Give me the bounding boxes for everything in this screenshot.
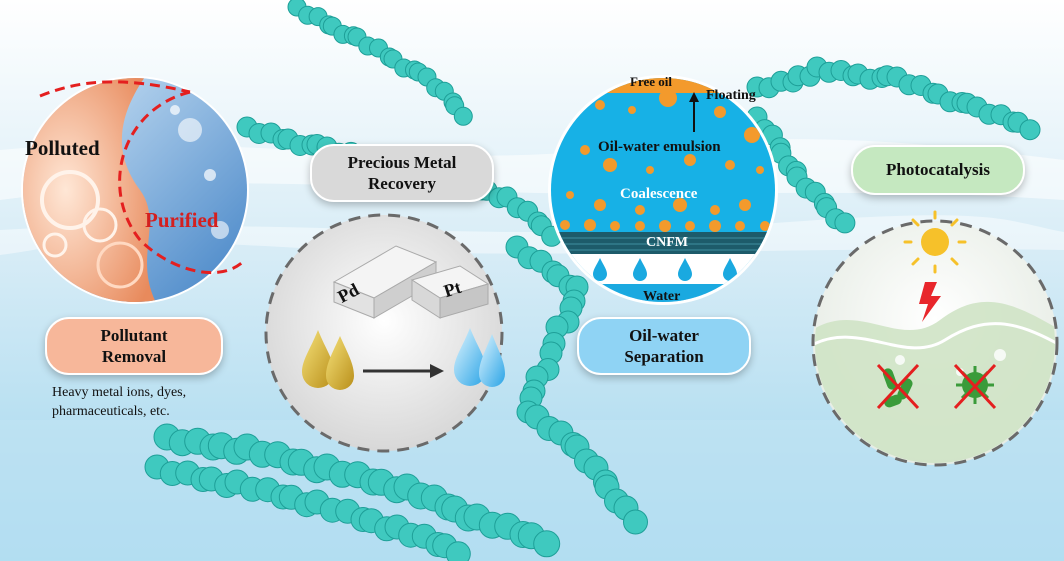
metal-recovery-pill: Precious Metal Recovery	[310, 144, 494, 202]
oil-droplet	[725, 160, 735, 170]
oil-droplet	[659, 89, 677, 107]
fiber-bead	[533, 530, 561, 558]
free-oil-label: Free oil	[630, 74, 672, 89]
oil-droplet	[635, 221, 645, 231]
metal-pill-line2: Recovery	[368, 174, 436, 193]
oil-droplet	[760, 221, 770, 231]
oil-droplet	[709, 220, 721, 232]
oil-droplet	[603, 158, 617, 172]
oil-droplet	[635, 205, 645, 215]
pollutant-note-line1: Heavy metal ions, dyes,	[52, 385, 187, 400]
oil-droplet	[714, 106, 726, 118]
oil-droplet	[628, 106, 636, 114]
emulsion-label: Oil-water emulsion	[598, 139, 721, 155]
water-droplet	[723, 258, 737, 281]
oil-droplet	[584, 219, 596, 231]
oil-droplet	[610, 221, 620, 231]
coalescence-label: Coalescence	[620, 186, 698, 202]
oil-droplet	[594, 199, 606, 211]
pt-bar	[410, 265, 490, 319]
fiber-bead	[453, 106, 473, 126]
oil-droplet	[685, 221, 695, 231]
photocatalysis-pill: Photocatalysis	[851, 145, 1025, 195]
metal-recovery-circle	[264, 213, 505, 453]
oil-droplet	[659, 220, 671, 232]
oil-droplet	[566, 191, 574, 199]
oil-droplet	[673, 198, 687, 212]
pollutant-note-line2: pharmaceuticals, etc.	[52, 403, 170, 419]
water-droplets	[593, 258, 737, 281]
fiber-bead	[445, 541, 471, 561]
oil-droplet	[580, 145, 590, 155]
pollutant-pill-line1: Pollutant	[100, 325, 168, 345]
fiber-bead	[1019, 119, 1041, 141]
pollutant-note: Heavy metal ions, dyes, pharmaceuticals,…	[52, 384, 186, 422]
sun-icon	[903, 210, 967, 274]
water-droplet	[593, 258, 607, 281]
water-label: Water	[643, 289, 681, 304]
pollutant-removal-pill: Pollutant Removal	[45, 317, 223, 375]
purified-label: Purified	[145, 208, 219, 232]
photocatalysis-pill-text: Photocatalysis	[886, 160, 990, 180]
oil-droplet	[710, 205, 720, 215]
oil-droplet	[735, 221, 745, 231]
lightning-icon	[919, 282, 941, 322]
metal-pill-line1: Precious Metal	[347, 152, 457, 172]
water-droplet	[633, 258, 647, 281]
photocatalysis-circle	[811, 210, 1059, 467]
separation-pill-line2: Separation	[624, 347, 704, 366]
oil-droplet	[739, 199, 751, 211]
oil-droplet	[756, 166, 764, 174]
separation-pill: Oil-water Separation	[577, 317, 751, 375]
floating-label: Floating	[706, 88, 756, 103]
separation-pill-line1: Oil-water	[629, 325, 699, 345]
fiber-bead	[623, 509, 648, 535]
membrane-label: CNFM	[646, 235, 688, 250]
oil-droplet	[744, 127, 760, 143]
oil-droplet	[560, 220, 570, 230]
oil-droplet	[595, 100, 605, 110]
oil-droplets	[560, 89, 770, 232]
pollutant-circle	[21, 76, 249, 304]
water-droplet	[678, 258, 692, 281]
oil-droplet	[646, 166, 654, 174]
pollutant-pill-line2: Removal	[101, 347, 167, 366]
oil-droplet	[684, 154, 696, 166]
fiber-bead	[834, 212, 856, 234]
cross-icon	[876, 363, 997, 410]
polluted-label: Polluted	[25, 136, 100, 160]
